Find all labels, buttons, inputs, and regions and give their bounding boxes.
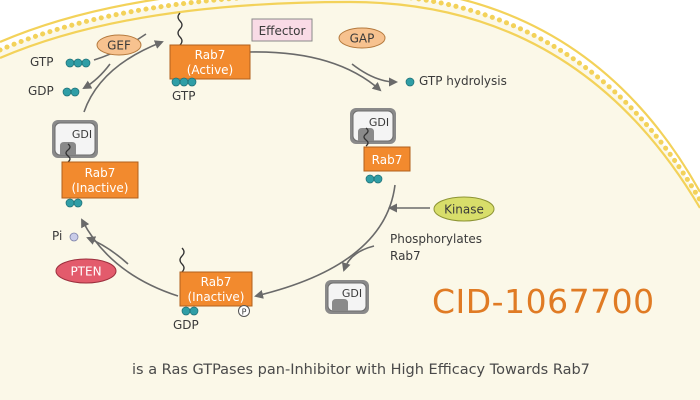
gdp-beads-left (62, 87, 80, 97)
gef-node: GEF (96, 34, 142, 56)
compound-caption: is a Ras GTPases pan-Inhibitor with High… (132, 362, 590, 378)
arrow-active-to-gap (247, 51, 382, 92)
rab7-active-node: Rab7 (Active) (169, 12, 251, 87)
arrow-gdp-out (82, 63, 111, 89)
arrow-to-gtp-hydrolysis (351, 63, 398, 87)
phosphorylates-label-2: Rab7 (390, 249, 421, 263)
gdp-bottom-label: GDP (173, 318, 199, 332)
pten-label: PTEN (70, 265, 101, 279)
gdi-left-node: GDI (52, 120, 98, 158)
pten-node: PTEN (55, 258, 117, 284)
phospho-mark: P (238, 305, 250, 317)
phospho-label: P (242, 308, 247, 317)
rab7-inactive-bottom-label-2: (Inactive) (188, 290, 245, 304)
phosphorylates-label-1: Phosphorylates (390, 232, 483, 246)
gdi-bottom-node: GDI (325, 280, 369, 314)
gap-label: GAP (350, 32, 375, 46)
rab7-inactive-bottom-node: Rab7 (Inactive) (179, 247, 253, 316)
kinase-node: Kinase (433, 196, 495, 222)
arrow-left-to-active (83, 40, 164, 113)
cell-membrane-inner (0, 0, 700, 209)
rab7-inactive-left-node: Rab7 (Inactive) (61, 143, 139, 208)
rab7-inactive-bottom-label-1: Rab7 (201, 275, 232, 289)
kinase-label: Kinase (444, 203, 484, 217)
rab7-active-label-2: (Active) (187, 63, 233, 77)
rab7-inactive-left-label-2: (Inactive) (72, 181, 129, 195)
cell-membrane-outer (0, 0, 700, 193)
gef-label: GEF (107, 39, 131, 53)
rab7-inactive-left-label-1: Rab7 (85, 166, 116, 180)
cell-membrane-dots (0, 0, 700, 203)
pi-bead (69, 232, 79, 242)
gdi-top-right-label: GDI (369, 116, 389, 129)
arrow-pi-release (86, 236, 129, 265)
rab7-active-label-1: Rab7 (195, 48, 226, 62)
gtp-under-active-label: GTP (172, 89, 196, 103)
arrow-bottom-to-left (81, 218, 179, 297)
rab7-gdi-node: Rab7 (363, 127, 411, 184)
effector-node: Effector (251, 18, 313, 42)
gap-node: GAP (338, 27, 386, 49)
effector-label: Effector (259, 24, 306, 38)
gtp-hydrolysis-label: GTP hydrolysis (419, 74, 507, 88)
gtp-hydrolysis-bead (405, 77, 415, 87)
arrow-gdi-release (341, 245, 375, 272)
gtp-left-label: GTP (30, 55, 54, 69)
gdp-left-label: GDP (28, 84, 54, 98)
rab7-gdi-label: Rab7 (372, 153, 403, 167)
gtp-beads-left (65, 58, 91, 68)
gdi-top-right-node: GDI (350, 108, 396, 144)
gdi-left-label: GDI (72, 128, 92, 141)
compound-title: CID-1067700 (432, 282, 655, 321)
pi-label: Pi (52, 229, 63, 243)
gdi-bottom-label: GDI (342, 287, 362, 300)
